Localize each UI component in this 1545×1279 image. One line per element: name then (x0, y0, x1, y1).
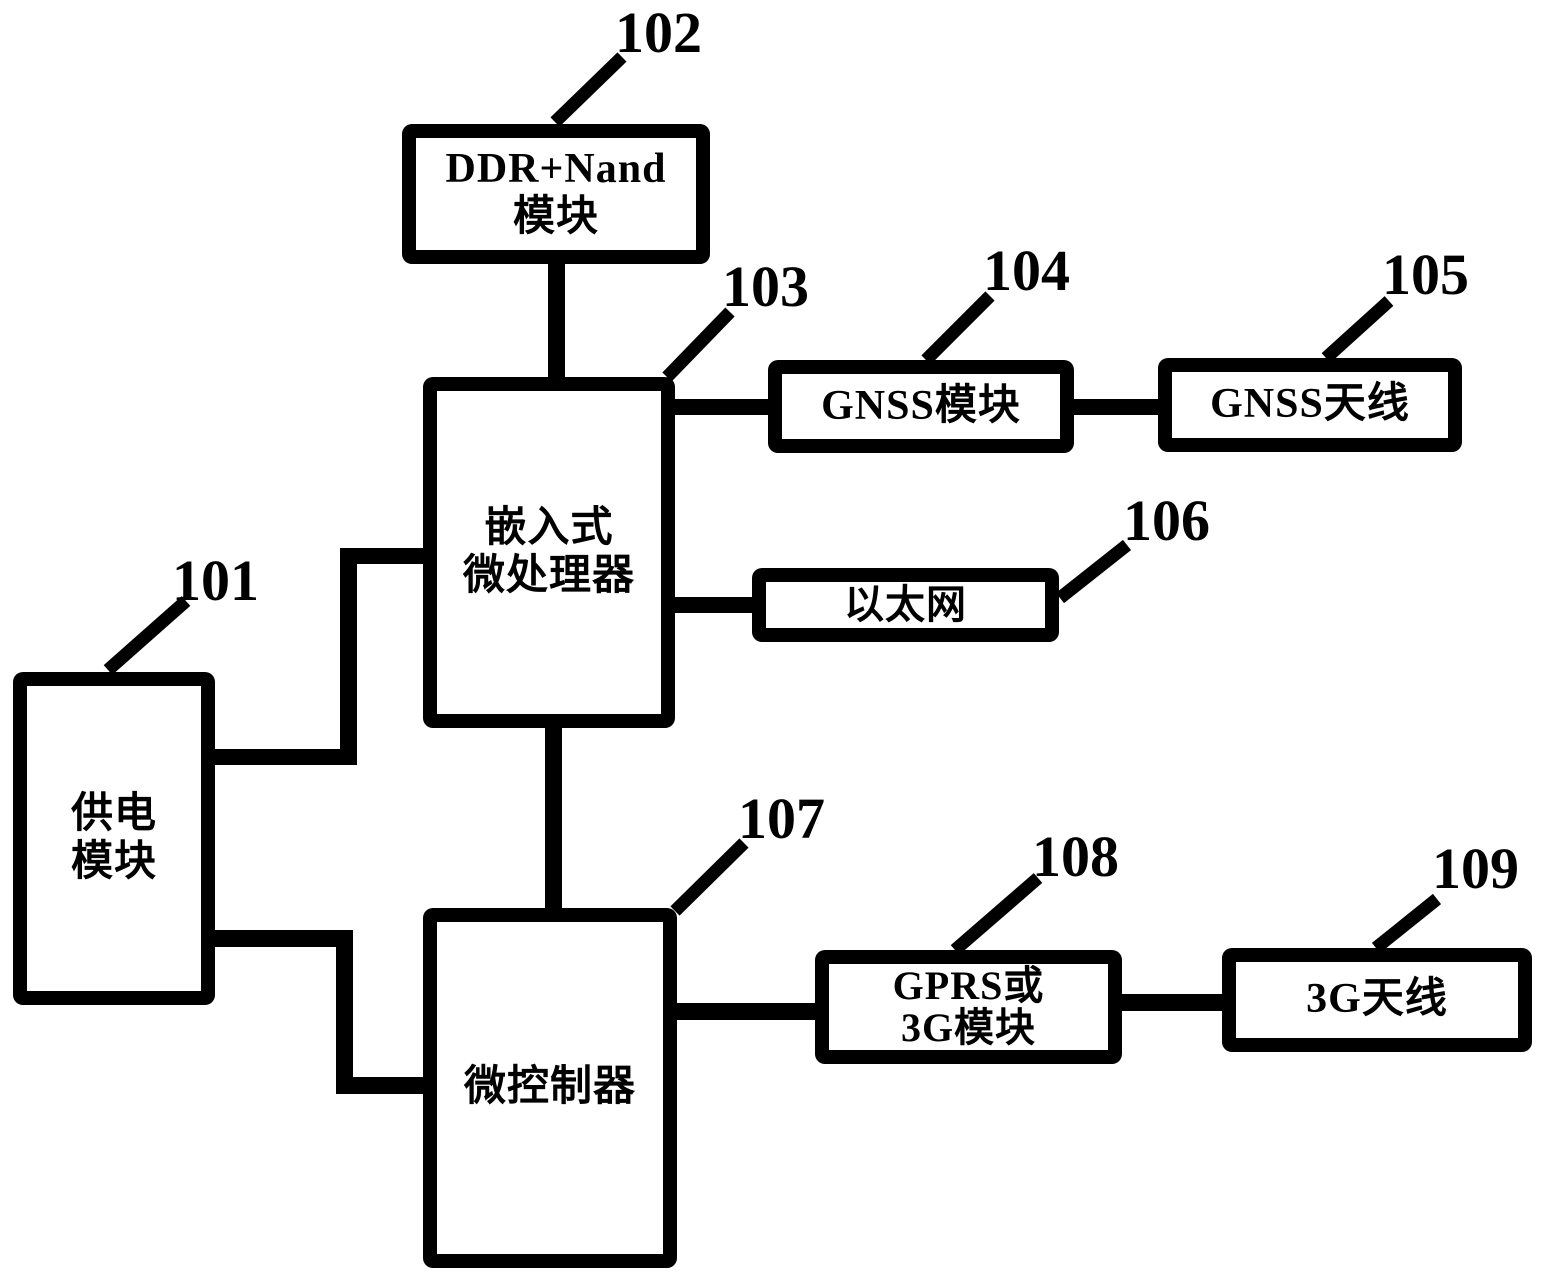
box-gnss-antenna-label: GNSS天线 (1210, 381, 1410, 429)
connector-power-to-microprocessor-seg2 (340, 548, 357, 765)
pointer-line-109 (1371, 893, 1442, 954)
box-3g-antenna: 3G天线 (1222, 948, 1532, 1052)
box-label-line: 模块 (512, 194, 599, 240)
connector-microcontroller-to-gprs-module (671, 1003, 819, 1020)
connector-gprs-module-to-3g-antenna (1118, 994, 1226, 1011)
box-label-line: 嵌入式 (484, 504, 614, 551)
ref-label-101: 101 (172, 548, 259, 613)
pointer-line-102 (550, 52, 627, 127)
box-gnss-module-label: GNSS模块 (821, 383, 1021, 431)
connector-power-to-microprocessor-seg1 (213, 749, 357, 765)
box-microcontroller-label: 微控制器 (464, 1064, 636, 1112)
box-label-line: DDR+Nand (445, 146, 667, 193)
connector-power-to-microcontroller-seg1 (213, 930, 353, 947)
box-ethernet: 以太网 (752, 568, 1059, 642)
ref-label-103: 103 (722, 254, 809, 319)
pointer-line-108 (950, 873, 1043, 955)
box-label-line: GNSS模块 (821, 382, 1021, 429)
connector-power-to-microcontroller-seg2 (336, 930, 353, 1094)
ref-label-102: 102 (615, 0, 702, 65)
connector-power-to-microcontroller-seg3 (336, 1077, 428, 1094)
box-label-line: GPRS或 (892, 962, 1045, 1008)
pointer-line-103 (662, 307, 735, 382)
pointer-line-104 (921, 291, 995, 365)
box-microcontroller: 微控制器 (423, 908, 677, 1268)
box-ddr-nand-module: DDR+Nand 模块 (402, 124, 710, 264)
ref-label-106: 106 (1123, 488, 1210, 553)
connector-microprocessor-to-ethernet (669, 597, 756, 613)
box-embedded-microprocessor-label: 嵌入式 微处理器 (463, 505, 635, 601)
pointer-line-105 (1321, 296, 1394, 363)
box-gnss-antenna: GNSS天线 (1158, 358, 1462, 452)
box-label-line: 微处理器 (462, 552, 635, 599)
box-label-line: GNSS天线 (1210, 381, 1410, 428)
box-label-line: 微控制器 (463, 1064, 636, 1111)
ref-label-104: 104 (983, 238, 1070, 303)
connector-ddr-to-microprocessor (548, 260, 565, 380)
pointer-line-106 (1055, 539, 1132, 604)
ref-label-109: 109 (1432, 836, 1519, 901)
ref-label-108: 108 (1032, 824, 1119, 889)
ref-label-105: 105 (1382, 242, 1469, 307)
ref-label-107: 107 (738, 786, 825, 851)
connector-gnss-module-to-gnss-antenna (1070, 399, 1162, 415)
box-3g-antenna-label: 3G天线 (1306, 976, 1448, 1024)
connector-microprocessor-to-microcontroller (545, 726, 562, 912)
box-label-line: 供电 (70, 790, 157, 837)
box-label-line: 3G模块 (900, 1005, 1037, 1050)
box-embedded-microprocessor: 嵌入式 微处理器 (423, 377, 675, 728)
box-label-line: 3G天线 (1306, 976, 1448, 1023)
box-label-line: 以太网 (844, 582, 967, 628)
box-power-module-label: 供电 模块 (71, 791, 157, 887)
box-ddr-nand-module-label: DDR+Nand 模块 (446, 146, 667, 242)
box-gprs-3g-module-label: GPRS或 3G模块 (892, 962, 1045, 1050)
box-gnss-module: GNSS模块 (768, 360, 1074, 453)
connector-microprocessor-to-gnss-module (669, 399, 772, 415)
box-label-line: 模块 (70, 838, 157, 885)
box-gprs-3g-module: GPRS或 3G模块 (815, 950, 1122, 1064)
connector-power-to-microprocessor-seg3 (340, 548, 428, 564)
box-power-module: 供电 模块 (13, 672, 215, 1005)
pointer-line-107 (670, 838, 749, 916)
box-ethernet-label: 以太网 (844, 582, 967, 628)
